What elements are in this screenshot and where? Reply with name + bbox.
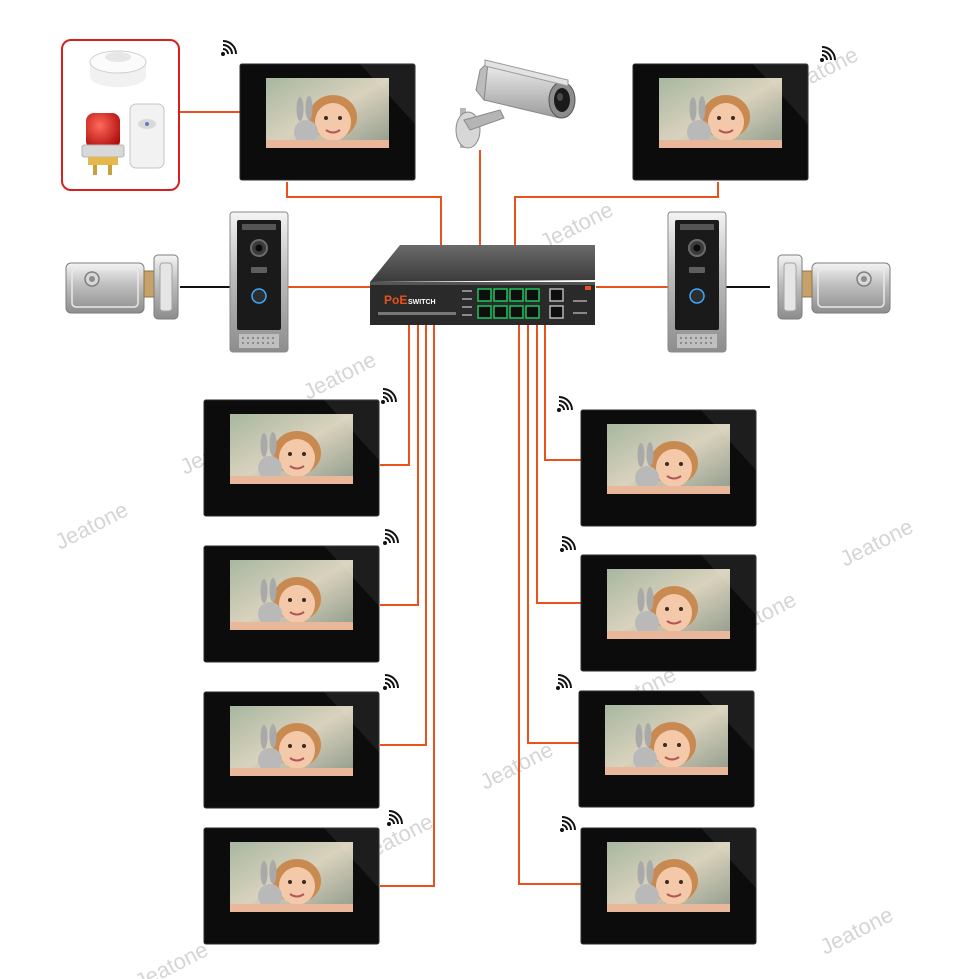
wifi-signal-icon [382,529,399,546]
pir-sensor-icon [129,103,165,169]
wifi-signal-icon [559,536,576,553]
wifi-signal-icon [382,674,399,691]
alarm-siren-icon [81,113,125,175]
watermark: Jeatone [51,497,132,555]
alarm-sensor-group [61,39,180,191]
indoor-monitor-icon [203,545,380,663]
indoor-monitor-icon [203,691,380,809]
electric-lock-icon [65,254,179,320]
wire-left-monitor-2 [380,325,419,606]
wire-right-monitor-4 [518,325,581,885]
wire-top-right-monitor [514,182,719,245]
smoke-detector-icon [89,50,147,87]
poe-switch-icon: PoE SWITCH [370,245,595,325]
wifi-signal-icon [555,674,572,691]
wifi-signal-icon [380,388,397,405]
indoor-monitor-icon [632,63,809,181]
indoor-monitor-icon [580,409,757,527]
wifi-signal-icon [556,396,573,413]
watermark: Jeatone [836,514,917,572]
wifi-signal-icon [220,40,237,57]
indoor-monitor-icon [239,63,416,181]
indoor-monitor-icon [203,399,380,517]
wire-right-monitor-1 [544,325,581,461]
wire-top-left-monitor [286,182,442,265]
wire-right-monitor-2 [536,325,581,604]
watermark: Jeatone [131,937,212,979]
indoor-monitor-icon [580,827,757,945]
indoor-monitor-icon [578,690,755,808]
switch-model-label: SWITCH [408,299,436,306]
wifi-signal-icon [559,816,576,833]
electric-lock-icon [777,254,891,320]
switch-brand-label: PoE [384,293,407,307]
cctv-camera-icon [455,59,576,149]
switch-ports [477,288,540,319]
wire-left-monitor-1 [380,325,410,466]
wire-left-monitor-3 [380,325,427,746]
watermark-layer: Jeatone Jeatone Jeatone Jeatone Jeatone … [51,42,917,979]
watermark: Jeatone [476,737,557,795]
watermark: Jeatone [299,347,380,405]
watermark: Jeatone [816,902,897,960]
door-station-icon [667,211,727,353]
indoor-monitor-icon [580,554,757,672]
wire-right-monitor-3 [527,325,581,744]
door-station-icon [229,211,289,353]
wire-left-monitor-4 [380,325,435,887]
wire-layer [180,111,719,887]
indoor-monitor-icon [203,827,380,945]
